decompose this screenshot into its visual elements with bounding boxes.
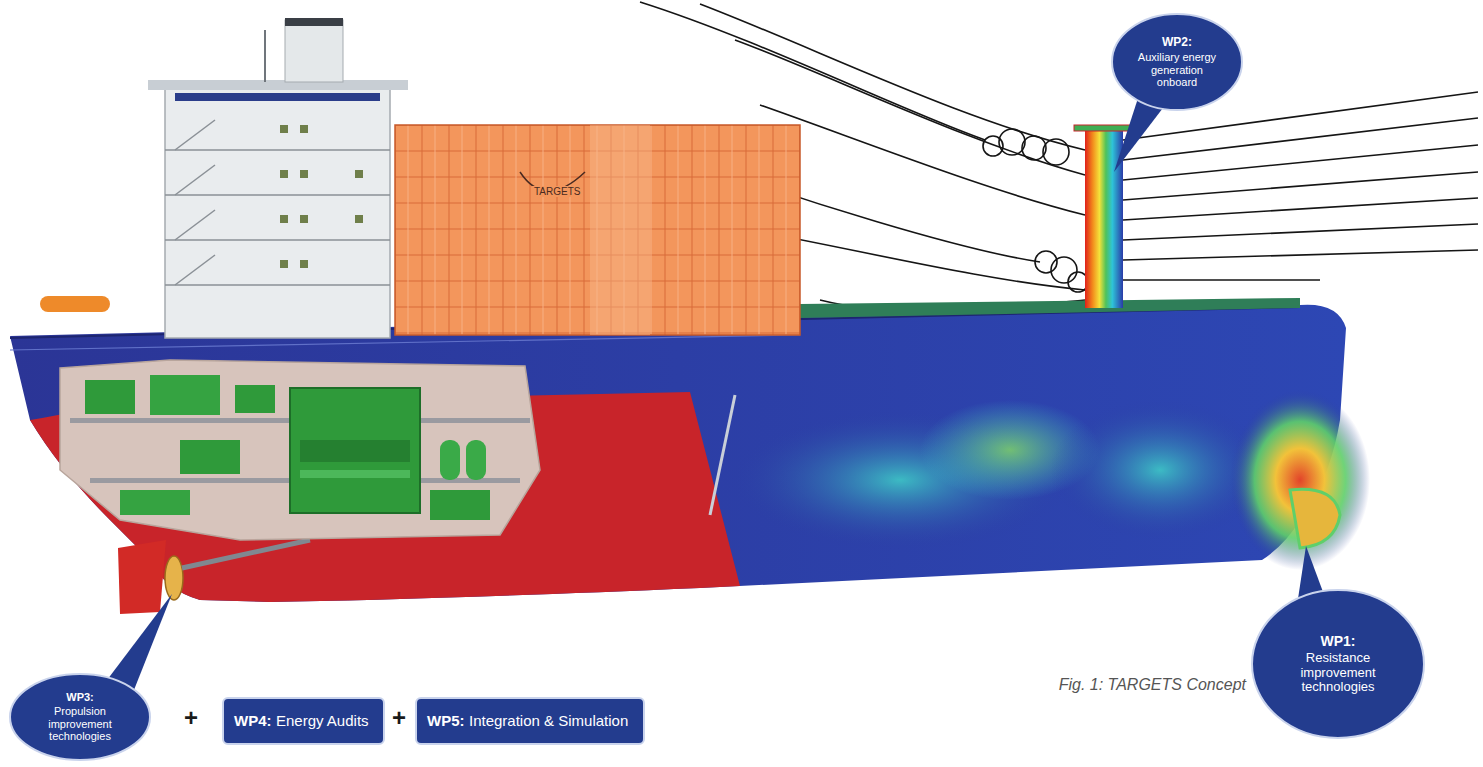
bubble-text: WP3: Propulsion improvement technologies: [32, 691, 128, 743]
package-number: WP2:: [1162, 35, 1192, 49]
window: [280, 125, 288, 133]
package-title: Auxiliary energy generation onboard: [1134, 51, 1220, 89]
machinery: [70, 375, 530, 520]
vortex-loop: [1022, 136, 1046, 160]
lifeboat: [40, 296, 110, 312]
rudder: [118, 540, 166, 614]
window: [280, 170, 288, 178]
bubble-text: WP2: Auxiliary energy generation onboard: [1134, 35, 1220, 89]
pump: [430, 490, 490, 520]
vortex-loop: [999, 129, 1025, 155]
deck-line: [165, 194, 390, 196]
hull-strut: [710, 395, 735, 515]
streamline: [1123, 145, 1478, 180]
bridge-windows: [175, 93, 380, 101]
fore-deck: [800, 298, 1300, 318]
funnel: [285, 20, 343, 82]
superstructure: [165, 88, 390, 338]
stairs: [165, 120, 390, 285]
watermark: TARGETS: [532, 186, 582, 197]
engine-block: [300, 440, 410, 462]
bubble-text: WP1: Resistance improvement technologies: [1282, 633, 1394, 696]
stair: [175, 255, 215, 285]
callout-bubble: WP3: Propulsion improvement technologies: [8, 672, 152, 762]
package-number: WP5:: [427, 712, 465, 729]
plus-sign: +: [184, 704, 198, 732]
window: [280, 260, 288, 268]
streamline: [760, 105, 1085, 215]
pump: [180, 440, 240, 474]
bubble-ellipse: [10, 674, 150, 760]
container-shade: [590, 125, 650, 335]
figure-caption: Fig. 1: TARGETS Concept: [1059, 676, 1246, 694]
stair: [175, 120, 215, 150]
bridge-deck: [148, 80, 408, 90]
mast: [264, 30, 266, 82]
window: [300, 215, 308, 223]
streamline: [1123, 172, 1478, 200]
bulbous-bow: [1290, 489, 1340, 548]
window: [300, 260, 308, 268]
callout-bubble: WP2: Auxiliary energy generation onboard: [1110, 12, 1244, 112]
package-title: Energy Audits: [276, 712, 369, 729]
deck-line: [165, 239, 390, 241]
pump: [120, 490, 190, 515]
stair: [175, 210, 215, 240]
vortex-loop: [1051, 257, 1077, 283]
deck-line: [165, 149, 390, 151]
shaft: [182, 540, 310, 568]
tank: [440, 440, 460, 480]
callout-bubble: WP1: Resistance improvement technologies: [1250, 588, 1426, 740]
flettner-rotor: [1085, 130, 1123, 308]
streamline: [1123, 198, 1478, 220]
propeller: [165, 556, 183, 600]
bubble-text: WP4:Energy Audits: [224, 712, 379, 729]
window: [300, 125, 308, 133]
rotor-end-plate: [1074, 125, 1134, 131]
window: [355, 215, 363, 223]
engine-room-cutaway: [60, 360, 540, 540]
streamline: [1123, 250, 1478, 260]
windows: [280, 125, 363, 268]
hull: [10, 305, 1346, 602]
window: [280, 215, 288, 223]
sheer-line: [10, 335, 800, 350]
package-title: Propulsion improvement technologies: [32, 705, 128, 743]
engine-block: [300, 470, 410, 478]
streamline: [1123, 224, 1478, 240]
funnel-top: [285, 18, 343, 26]
work-package-box: WP4:Energy Audits: [222, 697, 385, 745]
bubble-text: WP5:Integration & Simulation: [417, 712, 638, 729]
main-engine: [290, 388, 420, 513]
work-package-box: WP5:Integration & Simulation: [415, 697, 645, 745]
package-title: Integration & Simulation: [469, 712, 628, 729]
vortex-loop: [1043, 139, 1069, 165]
generator: [85, 380, 135, 414]
window: [300, 170, 308, 178]
deck-line: [165, 284, 390, 286]
plus-sign: +: [392, 704, 406, 732]
package-number: WP1:: [1321, 633, 1356, 649]
package-number: WP3:: [66, 691, 94, 703]
package-number: WP4:: [234, 712, 272, 729]
generator: [150, 375, 220, 415]
container-stack: [395, 125, 800, 335]
streamline: [1123, 279, 1320, 281]
bow-pressure: [1230, 390, 1370, 570]
bubble-ellipse: [1112, 14, 1242, 110]
package-title: Resistance improvement technologies: [1282, 651, 1394, 696]
streamline: [1123, 118, 1478, 160]
bubble-ellipse: [1252, 590, 1424, 738]
generator: [235, 385, 275, 413]
stair: [175, 165, 215, 195]
tank: [466, 440, 486, 480]
window: [355, 170, 363, 178]
